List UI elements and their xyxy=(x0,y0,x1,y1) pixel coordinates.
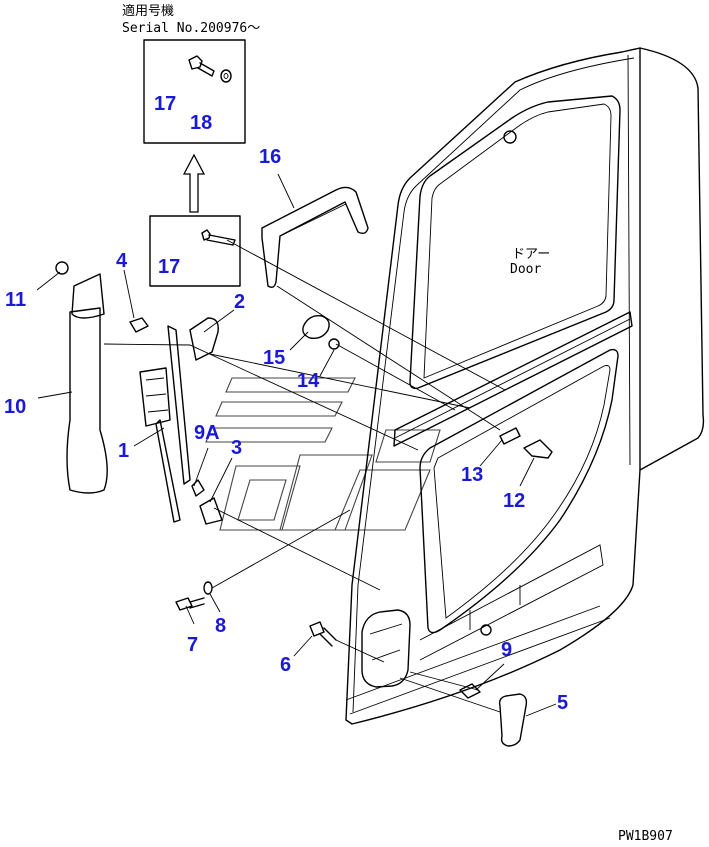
leader-lines xyxy=(36,173,557,717)
callout-17-detail: 17 xyxy=(154,93,176,115)
grip-handle-part xyxy=(261,186,369,289)
callout-13: 13 xyxy=(461,464,483,486)
detail-box-serial xyxy=(143,39,246,144)
callout-17: 17 xyxy=(158,256,180,278)
callout-18: 18 xyxy=(190,112,212,134)
door-label: Door xyxy=(510,262,541,277)
callout-16: 16 xyxy=(259,146,281,168)
serial-header-jp: 適用号機 xyxy=(122,3,174,19)
callout-8: 8 xyxy=(215,615,226,637)
callout-6: 6 xyxy=(280,654,291,676)
callout-1: 1 xyxy=(118,440,129,462)
watermark-logo xyxy=(205,377,441,531)
callout-14: 14 xyxy=(297,370,320,392)
callout-3: 3 xyxy=(231,437,242,459)
drawing-code: PW1B907 xyxy=(618,829,673,844)
door-label-jp: ドアー xyxy=(512,247,550,262)
callout-11: 11 xyxy=(5,289,26,311)
callout-7: 7 xyxy=(187,634,198,656)
callout-5: 5 xyxy=(557,692,568,714)
serial-header: Serial No.200976～ xyxy=(122,21,260,36)
callout-10: 10 xyxy=(4,396,26,418)
callout-4: 4 xyxy=(116,250,128,272)
lock-assembly-part xyxy=(129,317,223,525)
trim-cover-part xyxy=(55,261,108,494)
callout-2: 2 xyxy=(234,291,245,313)
callout-9: 9 xyxy=(501,639,512,661)
arrow-up-icon xyxy=(182,153,206,213)
detail-box-current xyxy=(149,215,241,287)
door-panel xyxy=(345,47,705,725)
callout-15: 15 xyxy=(263,347,285,369)
callout-9a: 9A xyxy=(194,422,220,444)
callout-12: 12 xyxy=(503,490,525,512)
